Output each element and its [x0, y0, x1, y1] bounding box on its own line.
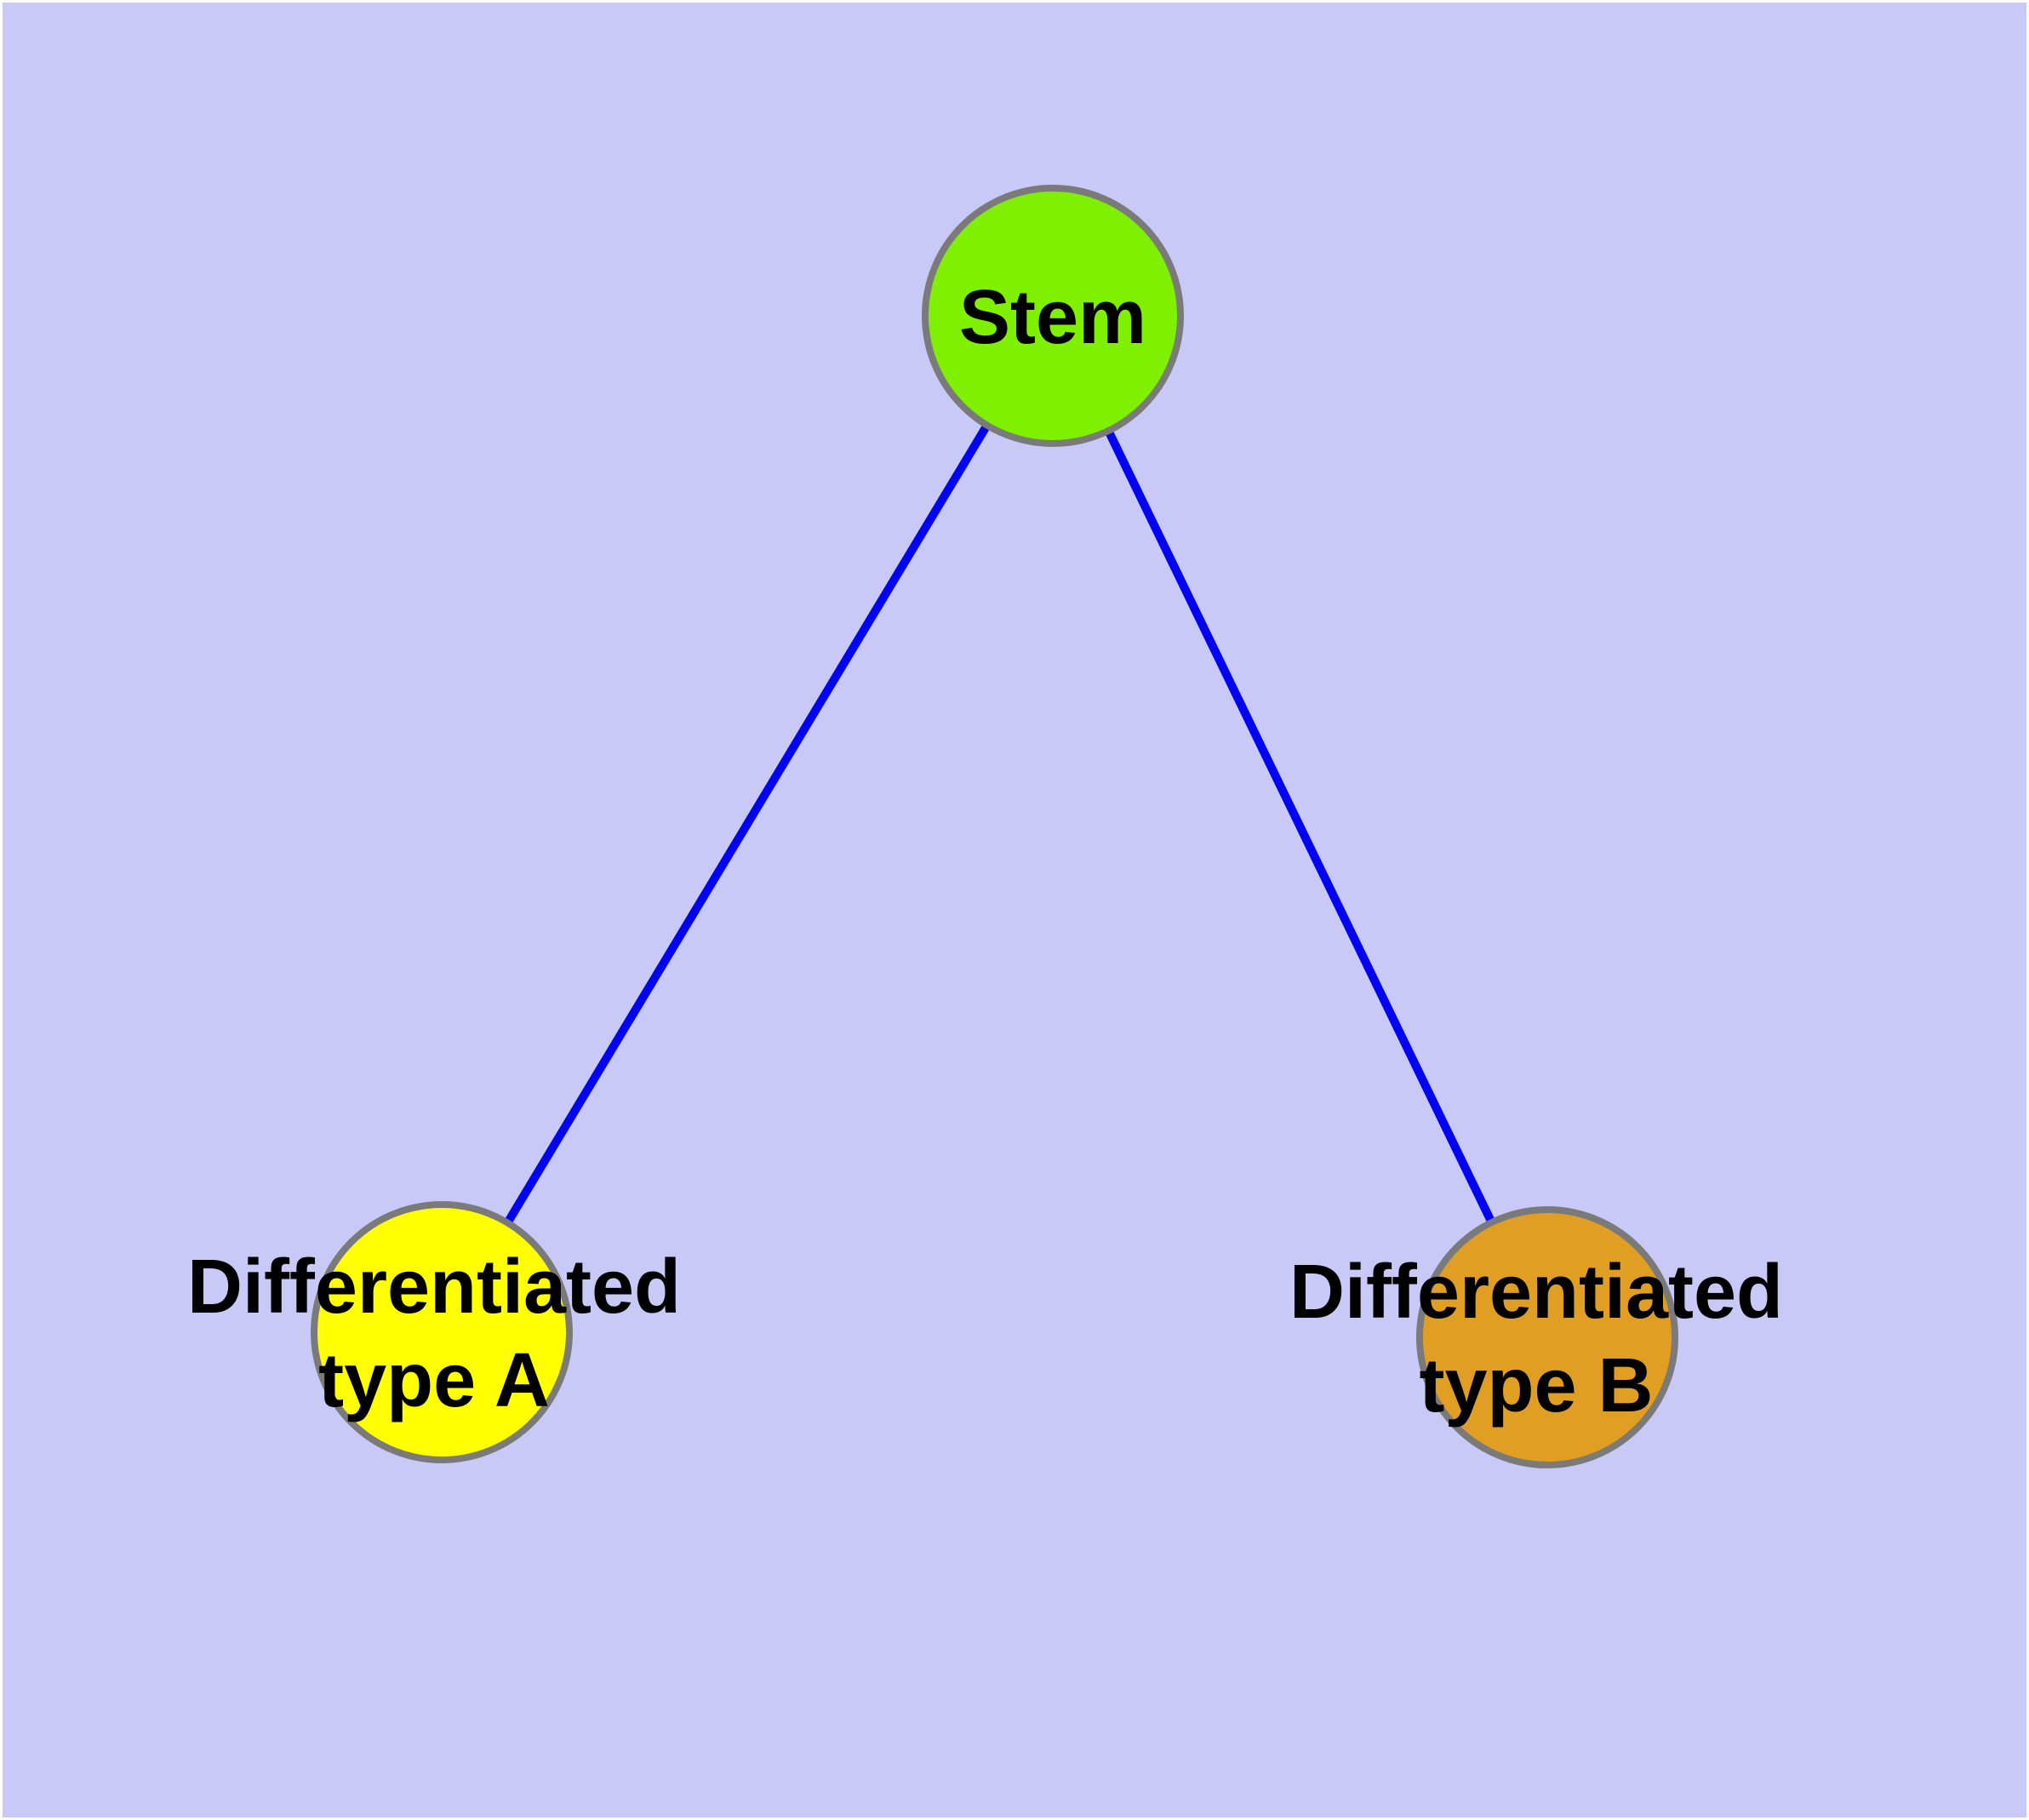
node-type-a-circle [311, 1201, 573, 1463]
node-stem-label: Stem [959, 275, 1146, 360]
node-type-a-label-line1: Differentiated [187, 1245, 681, 1330]
node-type-b-label-line1: Differentiated [1289, 1250, 1783, 1335]
edge-stem-to-type-a [437, 313, 1057, 1335]
node-differentiated-type-a: Differentiated type A [187, 1201, 681, 1463]
node-stem: Stem [922, 185, 1184, 447]
node-stem-circle [922, 185, 1184, 447]
node-type-b-label-line2: type B [1419, 1343, 1653, 1428]
node-differentiated-type-b: Differentiated type B [1289, 1206, 1783, 1468]
edge-stem-to-type-b [1049, 313, 1552, 1340]
node-type-b-circle [1416, 1206, 1678, 1468]
node-type-a-label-line2: type A [318, 1338, 550, 1423]
